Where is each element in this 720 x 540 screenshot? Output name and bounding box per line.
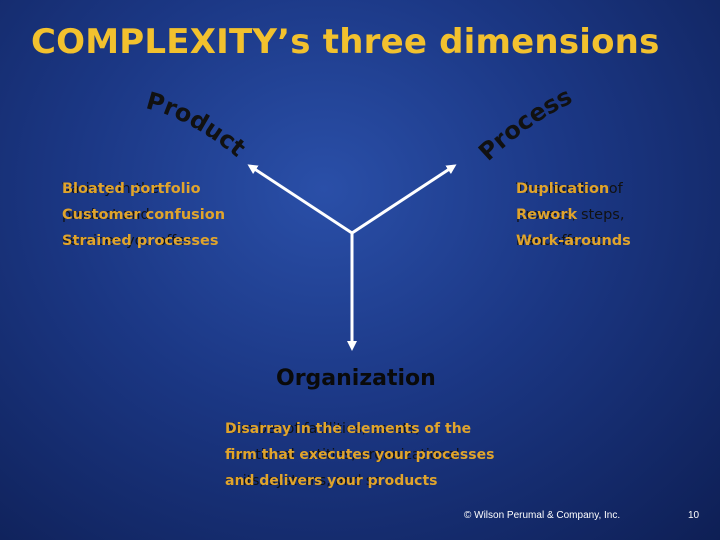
product-normal-line-3: services you offer (62, 233, 192, 249)
organization-bold-line-1: Disarray in the elements of the (225, 421, 472, 437)
process-bold-line-2: Rework (516, 207, 578, 223)
arrow-to-product (247, 164, 353, 235)
organization-normal-line-2: functional entities, organizational (225, 447, 460, 463)
process-normal-line-2: process, steps, (516, 207, 625, 223)
product-label: Product (143, 87, 251, 163)
process-bold-line-3: Work-arounds (516, 233, 631, 249)
page-number: 10 (688, 510, 700, 521)
organization-label: Organization (276, 366, 436, 391)
process-normal-line-3: handoffs, etc (516, 233, 611, 249)
arrow-to-process (351, 164, 457, 235)
process-bold-line-1: Duplication (516, 181, 610, 197)
product-normal-line-1: Variety in the (62, 181, 160, 197)
product-normal-line-2: product and (62, 207, 150, 223)
organization-normal-line-3: units, systems, and so on (225, 473, 404, 489)
process-label: Process (473, 82, 576, 166)
copyright-notice: © Wilson Perumal & Company, Inc. (464, 510, 621, 521)
product-bold-line-3: Strained processes (62, 233, 219, 249)
slide-title: COMPLEXITY’s three dimensions (31, 22, 660, 62)
organization-normal-line-1: Number of facilities, assets, (225, 421, 420, 437)
organization-bold-line-2: firm that executes your processes (225, 447, 495, 463)
product-bold-line-2: Customer confusion (62, 207, 226, 223)
organization-bold-line-3: and delivers your products (225, 473, 438, 489)
product-bold-line-1: Bloated portfolio (62, 181, 201, 197)
process-normal-line-1: The number of (516, 181, 623, 197)
